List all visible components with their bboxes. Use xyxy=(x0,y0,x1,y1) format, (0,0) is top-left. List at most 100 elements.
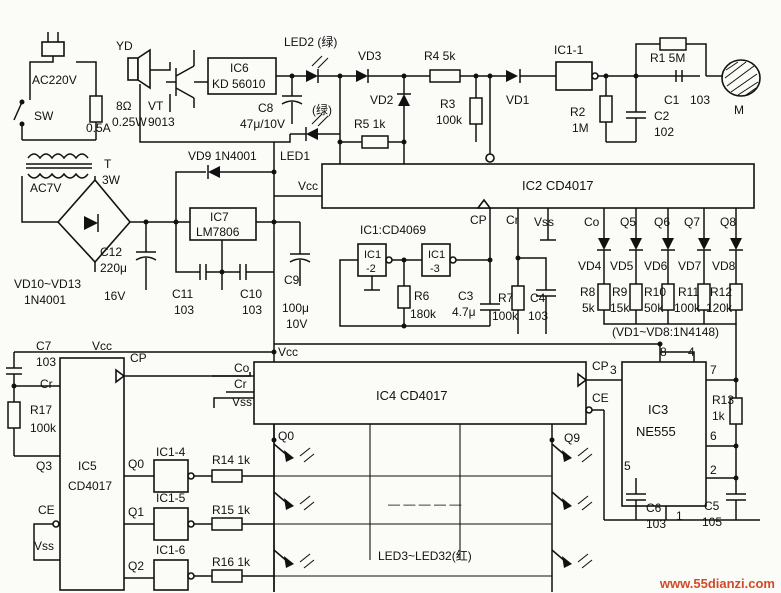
resistor-r9 xyxy=(629,283,643,311)
ic2-box xyxy=(321,163,755,209)
switch-label: SW xyxy=(34,109,54,123)
ac7v-label: AC7V xyxy=(30,181,61,195)
r12-label: R12 xyxy=(710,285,732,299)
ic4-box xyxy=(253,361,587,425)
fuse-label: 0.5A xyxy=(86,121,111,135)
led-array-left xyxy=(273,443,315,569)
ic7-label: IC7 xyxy=(210,210,229,224)
c4-label: C4 xyxy=(530,291,546,305)
r6-value: 180k xyxy=(410,307,437,321)
ic4-q0-label: Q0 xyxy=(278,429,294,443)
speaker-power: 0.25W xyxy=(112,115,147,129)
r17-label: R17 xyxy=(30,403,52,417)
led1-label: LED1 xyxy=(280,149,310,163)
c11-label: C11 xyxy=(172,287,193,301)
r12-value: 120k xyxy=(706,301,733,315)
power-switch xyxy=(13,99,25,140)
vd3-label: VD3 xyxy=(358,49,382,63)
c9-voltage: 10V xyxy=(286,317,307,331)
c2-value: 102 xyxy=(654,125,674,139)
ic2-q7-label: Q7 xyxy=(684,215,700,229)
ic6-label: IC6 xyxy=(230,61,249,75)
ic3-pin5: 5 xyxy=(624,459,631,473)
transformer-label: T xyxy=(104,157,112,171)
r7-label: R7 xyxy=(498,291,514,305)
r14-label: R14 1k xyxy=(212,453,251,467)
c8-label: C8 xyxy=(258,101,274,115)
led-array-right xyxy=(551,443,593,569)
inverter-ic1-4 xyxy=(153,459,189,493)
r13-value: 1k xyxy=(712,409,726,423)
led1 xyxy=(290,113,329,141)
ic5-label: IC5 xyxy=(78,459,97,473)
c7-value: 103 xyxy=(36,355,56,369)
ic3-pin6: 6 xyxy=(710,429,717,443)
c1-value: 103 xyxy=(690,93,710,107)
c8-value: 47μ/10V xyxy=(240,117,285,131)
ic5-box xyxy=(59,357,125,591)
led2 xyxy=(292,55,329,83)
yd-label: YD xyxy=(116,39,133,53)
ic2-co-label: Co xyxy=(584,215,600,229)
ic4-vcc-label: Vcc xyxy=(278,345,298,359)
ic3-pin7: 7 xyxy=(710,363,717,377)
ic2-label: IC2 CD4017 xyxy=(522,178,594,193)
ic5-cp-label: CP xyxy=(130,351,147,365)
c12-label: C12 xyxy=(100,245,122,259)
r17-value: 100k xyxy=(30,421,57,435)
ic4-cr-label: Cr xyxy=(234,377,247,391)
ic2-cp-label: CP xyxy=(470,213,487,227)
resistor-r8 xyxy=(597,283,611,311)
resistor-r3 xyxy=(469,97,483,125)
ic5-q2-label: Q2 xyxy=(128,559,144,573)
ic7-box xyxy=(189,207,257,241)
resistor-r7 xyxy=(511,285,525,311)
c4-value: 103 xyxy=(528,309,548,323)
r6-label: R6 xyxy=(414,289,430,303)
inverter-ic1-1 xyxy=(555,61,593,91)
vt-label: VT xyxy=(148,99,164,113)
ic5-ce-label: CE xyxy=(38,503,55,517)
ic6-box xyxy=(207,57,277,95)
ic1-1-label: IC1-1 xyxy=(554,43,584,57)
ic1-note: IC1:CD4069 xyxy=(360,223,426,237)
r7-value: 100k xyxy=(492,309,519,323)
ic1-3-sub: -3 xyxy=(430,263,440,275)
vd9-label: VD9 1N4001 xyxy=(188,149,257,163)
ic2-q5-label: Q5 xyxy=(620,215,636,229)
vd7-label: VD7 xyxy=(678,259,702,273)
r8-value: 5k xyxy=(582,301,596,315)
speaker-resistance: 8Ω xyxy=(116,99,132,113)
inverter-ic1-6 xyxy=(153,559,189,591)
ic3-pin3: 3 xyxy=(610,363,617,377)
c12-value: 220μ xyxy=(100,261,127,275)
resistor-r2 xyxy=(599,95,613,123)
r15-label: R15 1k xyxy=(212,503,251,517)
r10-label: R10 xyxy=(644,285,666,299)
r8-label: R8 xyxy=(580,285,596,299)
r3-value: 100k xyxy=(436,113,463,127)
vd1-label: VD1 xyxy=(506,93,530,107)
ic4-co-label: Co xyxy=(234,361,250,375)
ic7-type: LM7806 xyxy=(196,225,240,239)
ic5-q3-label: Q3 xyxy=(36,459,52,473)
ic4-cp-label: CP xyxy=(592,359,609,373)
c10-value: 103 xyxy=(242,303,262,317)
ic5-type: CD4017 xyxy=(68,479,112,493)
transformer xyxy=(26,153,92,179)
ic1-6-label: IC1-6 xyxy=(156,543,186,557)
ic2-q8-label: Q8 xyxy=(720,215,736,229)
resistor-r16 xyxy=(211,569,243,583)
ic4-vss-label: Vss xyxy=(232,395,252,409)
r9-label: R9 xyxy=(612,285,628,299)
ic4-label: IC4 CD4017 xyxy=(376,388,448,403)
ic4-q9-label: Q9 xyxy=(564,431,580,445)
c11-value: 103 xyxy=(174,303,194,317)
r16-label: R16 1k xyxy=(212,555,251,569)
ic1-5-label: IC1-5 xyxy=(156,491,186,505)
resistor-r1 xyxy=(659,37,687,51)
power-plug xyxy=(29,32,65,100)
ic5-vcc-label: Vcc xyxy=(92,339,112,353)
resistor-r6 xyxy=(397,285,411,309)
led1-color: (绿) xyxy=(312,102,332,117)
